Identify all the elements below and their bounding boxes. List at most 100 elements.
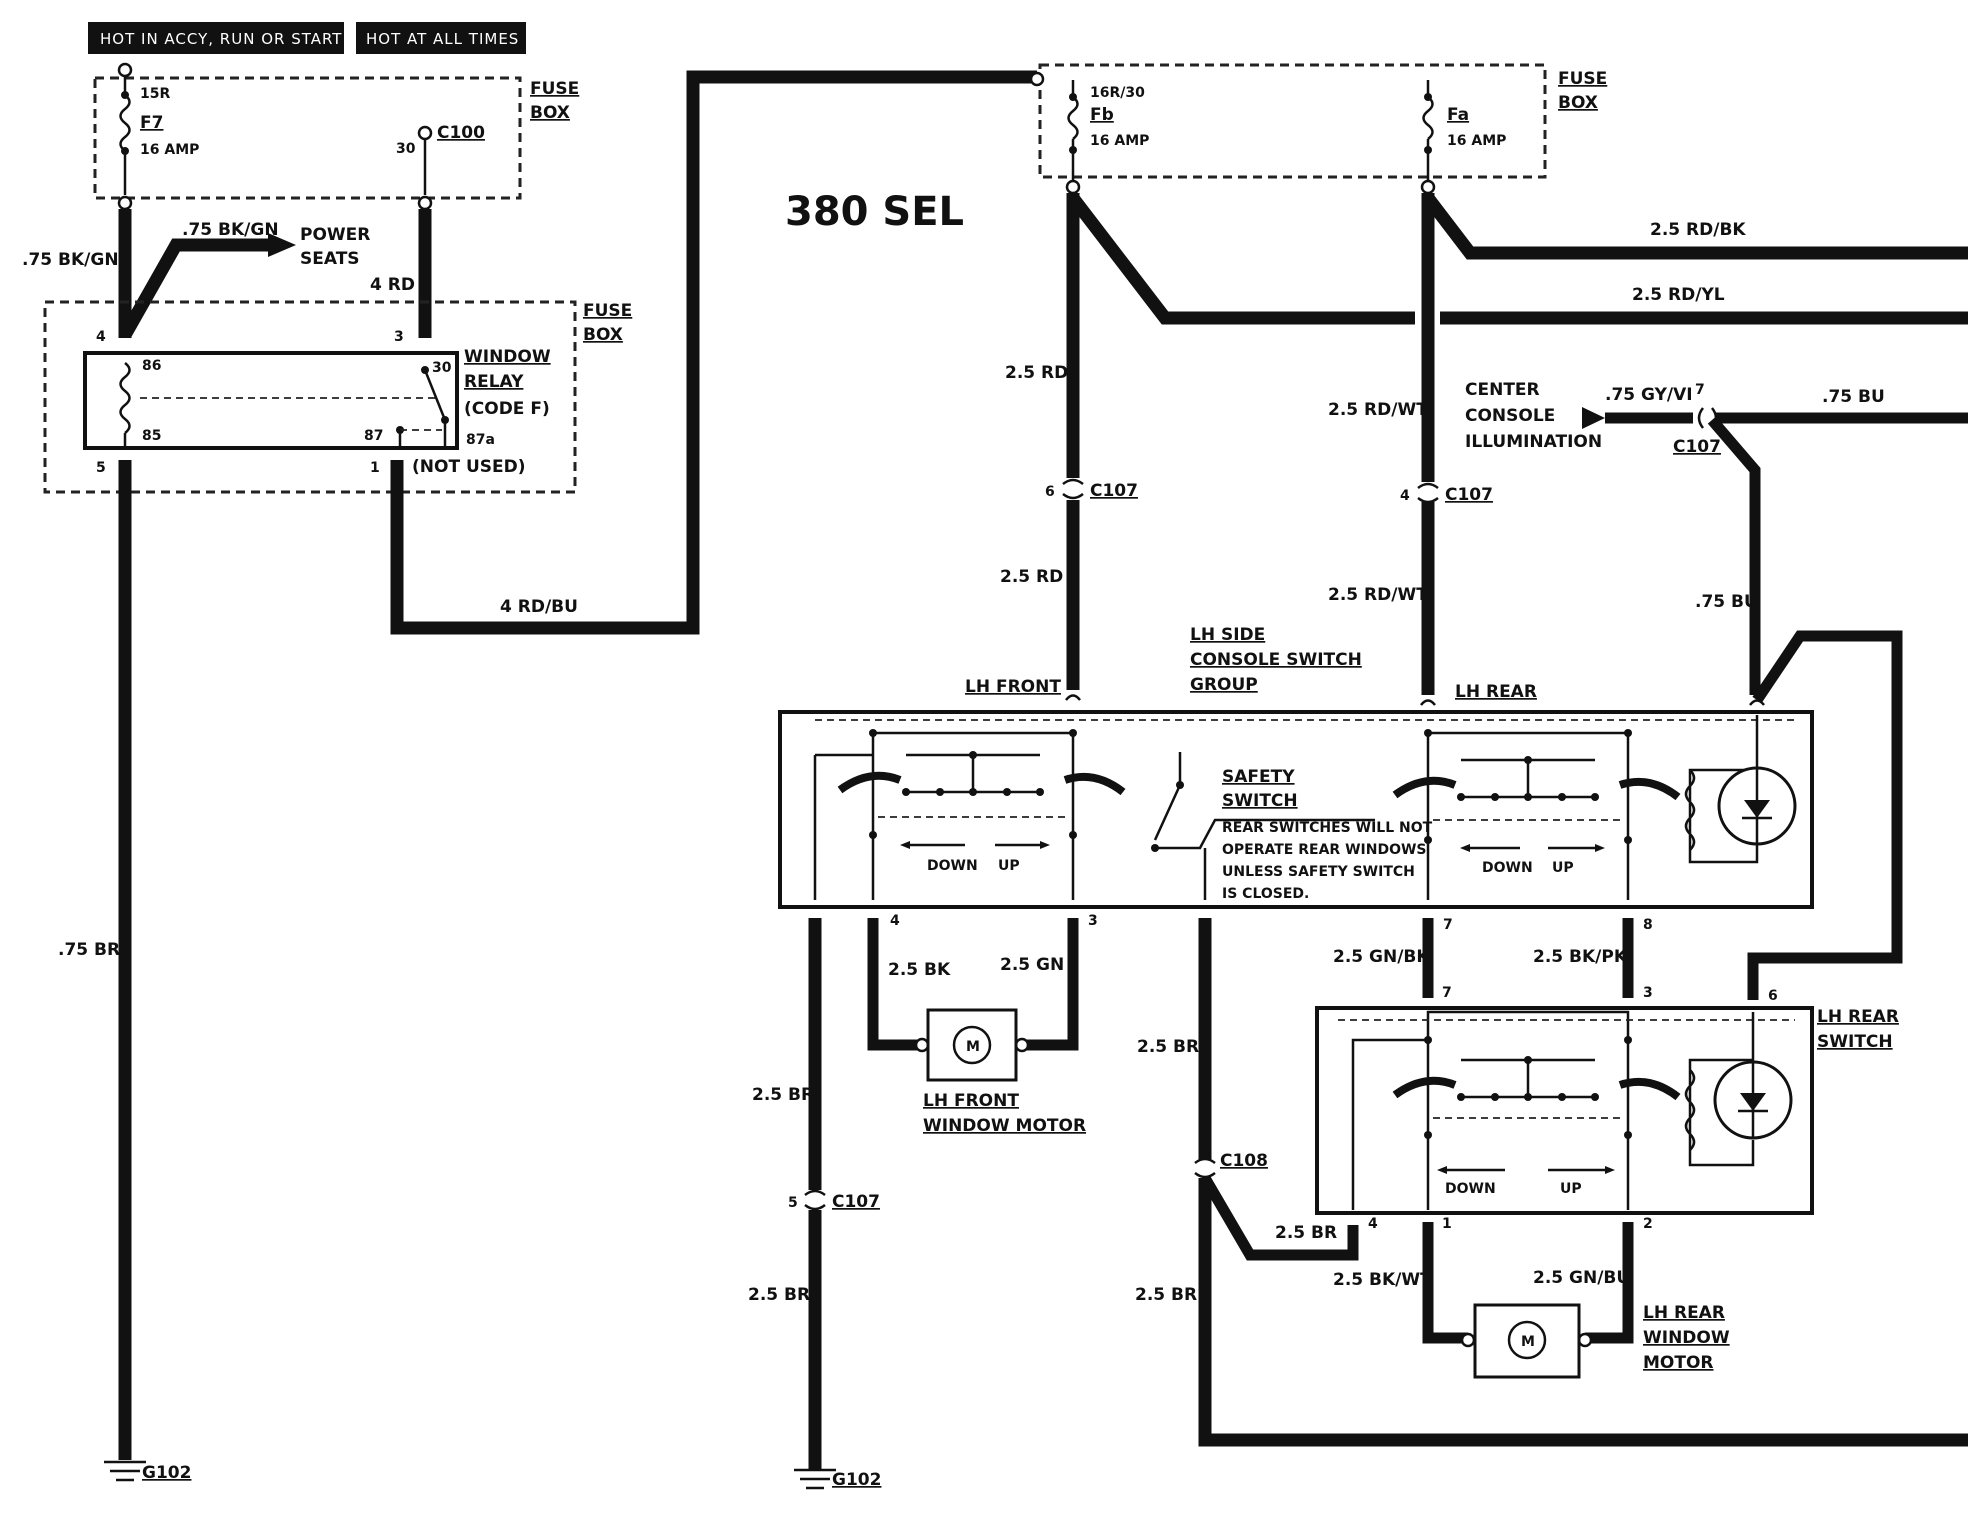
group-pin-8: 8 [1643,917,1653,933]
wire-25-rd-bk-label: 2.5 RD/BK [1650,220,1746,240]
rear-switch-pin-1: 1 [1442,1216,1452,1232]
fuse-fa-name: Fa [1447,105,1469,125]
relay-coil-icon [119,362,131,434]
power-seats-label-2: SEATS [300,249,360,269]
group-pin-4: 4 [890,913,900,929]
relay-fuse-box-label-1: FUSE [583,301,632,321]
ground-center: G102 [794,1468,881,1490]
fuse-fb-name: Fb [1090,105,1114,125]
wire-4-rd-bu: 4 RD/BU [390,70,1037,635]
group-pin-7: 7 [1443,917,1453,933]
rear-switch-label-1: LH REAR [1817,1007,1899,1027]
relay-fuse-box: FUSE BOX 86 85 30 87 87a 4 3 5 1 WINDOW … [43,300,632,494]
rear-switch-pin-3: 3 [1643,985,1653,1001]
wire-25-bk-pk: 2.5 BK/PK [1533,918,1634,998]
wire-25-rd: 2.5 RD 2.5 RD [1000,193,1080,690]
relay-terminal-5: 5 [96,460,106,476]
wire-25-bk-label: 2.5 BK [888,960,951,980]
safety-switch-note-2: OPERATE REAR WINDOWS [1222,842,1427,858]
safety-switch-note-1: REAR SWITCHES WILL NOT [1222,820,1433,836]
c100-pin: 30 [396,141,416,157]
wire-25-rd-wt: 2.5 RD/WT 2.5 RD/WT [1328,193,1435,695]
center-console-label-3: ILLUMINATION [1465,432,1602,452]
wire-bk-gn-power-seats: .75 BK/GN POWER SEATS [119,220,370,339]
c107-pin4: 4 C107 [1400,482,1493,505]
rear-motor-label-3: MOTOR [1643,1353,1714,1373]
wire-25-br-bottom-label: 2.5 BR [1135,1285,1197,1305]
fuse-f7-name: F7 [140,113,163,133]
header-constant-power: HOT AT ALL TIMES [356,22,526,54]
lh-rear-label: LH REAR [1455,682,1537,702]
c107-pin5-number: 5 [788,1195,798,1211]
ground-left-label: G102 [142,1463,191,1483]
rear-switch-up: UP [1560,1181,1582,1197]
front-motor-label-2: WINDOW MOTOR [923,1116,1086,1136]
safety-switch-note-4: IS CLOSED. [1222,886,1309,902]
wire-25-bk-wt-label: 2.5 BK/WT [1333,1270,1432,1290]
relay-pin-87: 87 [364,428,383,444]
center-console-label-2: CONSOLE [1465,406,1555,426]
wire-4-rd: 4 RD [370,209,432,338]
front-motor-label-1: LH FRONT [923,1091,1019,1111]
power-seats-label-1: POWER [300,225,370,245]
fuse-fa-symbol [1422,96,1434,140]
center-console-label-1: CENTER [1465,380,1540,400]
front-switch-left-rocker [837,771,902,794]
front-window-motor-circuit: 2.5 BK 2.5 GN M LH FRONT WINDOW MOTOR [867,918,1086,1136]
wire-25-gn-bu-label: 2.5 GN/BU [1533,1268,1630,1288]
relay-fuse-box-label-2: BOX [583,325,623,345]
front-switch-right-rocker [1063,772,1126,796]
relay-not-used: (NOT USED) [412,457,526,477]
wire-25-gn-bk-label: 2.5 GN/BK [1333,947,1430,967]
rear-switch-pin-6: 6 [1768,988,1778,1004]
relay-terminal-1: 1 [370,460,380,476]
relay-terminal-3: 3 [394,329,404,345]
wire-25-rd-top-label: 2.5 RD [1005,363,1068,383]
wire-bk-gn-seat-label: .75 BK/GN [182,220,279,240]
ground-left: G102 [104,1460,191,1483]
ground-center-label: G102 [832,1470,881,1490]
console-switch-group: LH SIDE CONSOLE SWITCH GROUP LH FRONT LH… [778,625,1814,933]
safety-switch-note-3: UNLESS SAFETY SWITCH [1222,864,1415,880]
c108-label: C108 [1220,1151,1268,1171]
wire-4-rd-bu-label: 4 RD/BU [500,597,578,617]
rear-motor-icon [1507,1320,1547,1360]
console-group-label-3: GROUP [1190,675,1258,695]
c107-pin6: 6 C107 [1045,478,1138,501]
power-seats-arrow [268,233,296,257]
console-group-label-1: LH SIDE [1190,625,1265,645]
wire-gy-vi-label: .75 GY/VI [1605,385,1693,405]
relay-terminal-4: 4 [96,329,106,345]
wire-25-br-safety: 2.5 BR C108 2.5 BR 2.5 BR [1135,918,1968,1447]
fuse-box-right-label-1: FUSE [1558,69,1607,89]
wire-75-br: .75 BR [58,460,132,1460]
fuse-box-left-label-2: BOX [530,103,570,123]
fuse-fb-terminal: 16R/30 [1090,85,1145,101]
rear-switch-down: DOWN [1445,1181,1496,1197]
wire-bu-right-label: .75 BU [1822,387,1885,407]
wire-25-rd-bottom-label: 2.5 RD [1000,567,1063,587]
lh-front-label: LH FRONT [965,677,1061,697]
wire-25-br-safety-label: 2.5 BR [1137,1037,1199,1057]
c107-pin6-label: C107 [1090,481,1138,501]
safety-switch-contact [1153,784,1182,841]
wire-25-rd-bk: 2.5 RD/BK [1422,194,1968,260]
c107-pin4-number: 4 [1400,488,1410,504]
group-rear-switch-right-rocker [1618,777,1681,801]
wire-25-br-front-label-a: 2.5 BR [752,1085,814,1105]
group-rear-switch-up: UP [1552,860,1574,876]
header-switched-power: HOT IN ACCY, RUN OR START [88,22,344,54]
front-switch-up: UP [998,858,1020,874]
fuse-box-left: FUSE BOX 15R F7 16 AMP C100 30 [93,62,579,211]
wire-25-rd-yl: 2.5 RD/YL [1067,194,1968,325]
group-rear-switch-down: DOWN [1482,860,1533,876]
wire-25-rd-wt-top-label: 2.5 RD/WT [1328,400,1428,420]
relay-label-1: WINDOW [464,347,551,367]
window-relay [83,351,459,450]
wire-bk-gn-left-label: .75 BK/GN [22,250,119,270]
wire-25-br-rear-sw-label: 2.5 BR [1275,1223,1337,1243]
fuse-fa-rating: 16 AMP [1447,133,1506,149]
header-switched-label: HOT IN ACCY, RUN OR START [100,30,342,48]
rear-switch-pin-2: 2 [1643,1216,1653,1232]
front-switch-down: DOWN [927,858,978,874]
